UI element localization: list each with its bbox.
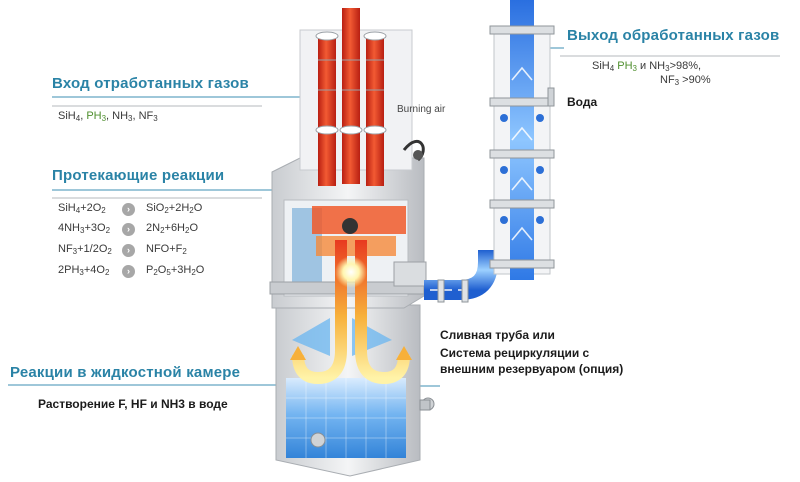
reactions-heading: Протекающие реакции: [52, 167, 225, 184]
drain-label-line1: Сливная труба или: [440, 328, 555, 342]
water-label: Вода: [567, 95, 598, 109]
reaction-row: 4NH3+3O2 › 2N2+6H2O: [58, 222, 258, 238]
outlet-heading: Выход обработанных газов: [567, 27, 780, 44]
reaction-reactants: 4NH3+3O2: [58, 222, 111, 235]
reaction-arrow-icon: ›: [122, 244, 135, 257]
drain-label-line3: внешним резервуаром (опция): [440, 362, 624, 376]
reaction-products: P2O5+3H2O: [146, 264, 205, 277]
liquid-chamber-heading: Реакции в жидкостной камере: [10, 364, 241, 381]
reaction-row: NF3+1/2O2 › NFO+F2: [58, 243, 258, 259]
reaction-row: 2PH3+4O2 › P2O5+3H2O: [58, 264, 258, 280]
reaction-reactants: NF3+1/2O2: [58, 243, 112, 256]
reaction-arrow-icon: ›: [122, 203, 135, 216]
reaction-row: SiH4+2O2 › SiO2+2H2O: [58, 202, 258, 218]
inlet-heading: Вход отработанных газов: [52, 75, 249, 92]
reaction-reactants: 2PH3+4O2: [58, 264, 110, 277]
drain-label-line2: Система рециркуляции с: [440, 346, 590, 360]
outlet-gases-line2: NF3 >90%: [660, 74, 711, 87]
reaction-arrow-icon: ›: [122, 265, 135, 278]
dissolution-label: Растворение F, HF и NH3 в воде: [38, 397, 228, 411]
reaction-products: SiO2+2H2O: [146, 202, 203, 215]
reaction-arrow-icon: ›: [122, 223, 135, 236]
reaction-products: 2N2+6H2O: [146, 222, 199, 235]
inlet-gases: SiH4, PH3, NH3, NF3: [58, 110, 158, 123]
outlet-gases-line1: SiH4 PH3 и NH3>98%,: [592, 60, 702, 73]
reaction-reactants: SiH4+2O2: [58, 202, 106, 215]
burning-air-label: Burning air: [397, 104, 446, 115]
reaction-products: NFO+F2: [146, 243, 187, 256]
